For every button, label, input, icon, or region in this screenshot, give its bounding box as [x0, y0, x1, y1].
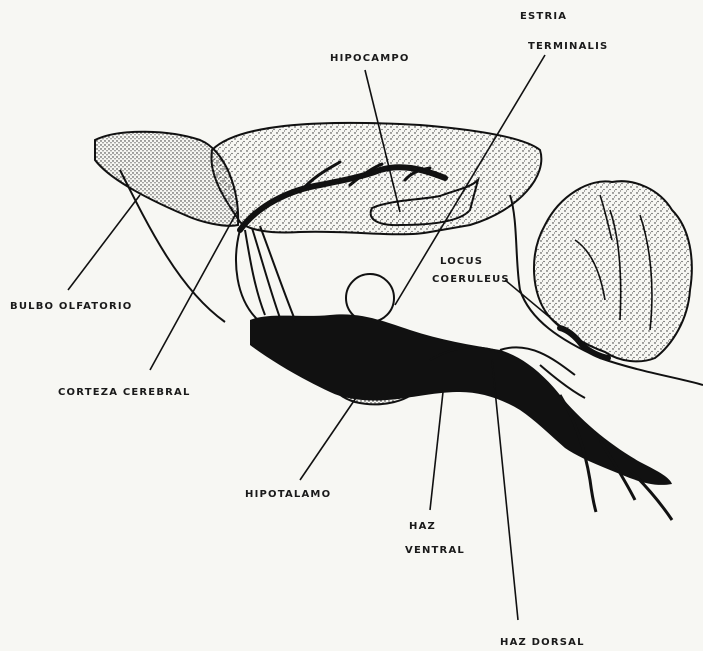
label-bulbo-olfatorio: BULBO OLFATORIO — [10, 300, 132, 314]
label-haz-dorsal: HAZ DORSAL — [500, 636, 585, 650]
leader-corteza — [150, 210, 238, 370]
label-locus-line2: COERULEUS — [432, 273, 510, 287]
label-hipocampo: HIPOCAMPO — [330, 52, 410, 66]
label-estria-terminalis: ESTRIA TERMINALIS — [520, 10, 608, 54]
label-locus-coeruleus: LOCUS COERULEUS — [432, 255, 510, 287]
label-hipotalamo: HIPOTALAMO — [245, 488, 331, 502]
leader-hipotalamo — [300, 392, 360, 480]
label-locus-line1: LOCUS — [440, 255, 510, 269]
thalamus-circle — [346, 274, 394, 322]
label-corteza-cerebral: CORTEZA CEREBRAL — [58, 386, 191, 400]
label-haz-ventral-line1: HAZ — [409, 520, 465, 534]
leader-bulbo — [68, 195, 140, 290]
label-estria-line2: TERMINALIS — [528, 40, 608, 54]
label-haz-ventral-line2: VENTRAL — [405, 544, 465, 558]
leader-haz-ventral — [430, 392, 443, 510]
label-haz-ventral: HAZ VENTRAL — [405, 520, 465, 558]
label-estria-line1: ESTRIA — [520, 10, 608, 24]
